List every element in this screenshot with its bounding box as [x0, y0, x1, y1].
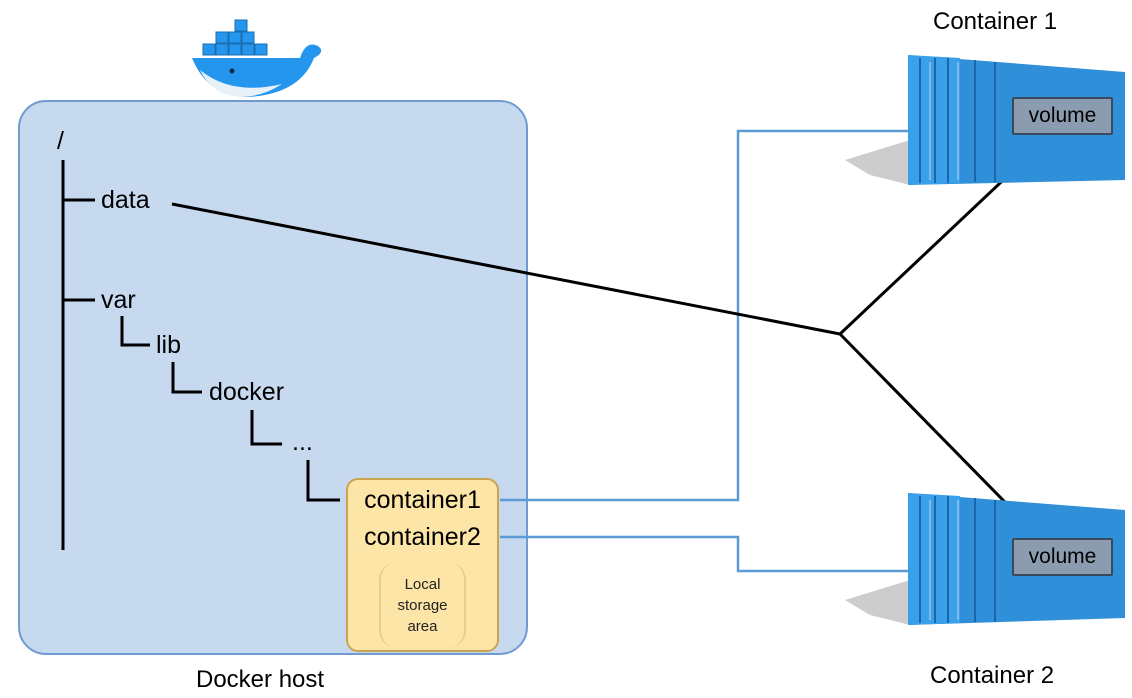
local-storage-line-3: area — [407, 617, 438, 635]
docker-host-caption: Docker host — [196, 666, 325, 693]
dir-docker: docker — [209, 378, 285, 406]
local-storage-area: Local storage area — [379, 562, 466, 648]
local-storage-box — [346, 478, 499, 652]
container-1-title: Container 1 — [933, 8, 1058, 35]
local-storage-line-2: storage — [397, 596, 448, 614]
root-dir: / — [57, 127, 64, 155]
container-1-volume: volume — [1012, 97, 1113, 135]
dir-lib: lib — [156, 331, 182, 359]
container-2-volume: volume — [1012, 538, 1113, 576]
dir-var: var — [101, 286, 136, 314]
container-2-title: Container 2 — [930, 662, 1055, 689]
dir-container2: container2 — [364, 523, 481, 551]
local-storage-line-1: Local — [404, 575, 441, 593]
dir-ellipsis: ... — [292, 428, 313, 456]
dir-container1: container1 — [364, 486, 481, 514]
dir-data: data — [101, 186, 150, 214]
